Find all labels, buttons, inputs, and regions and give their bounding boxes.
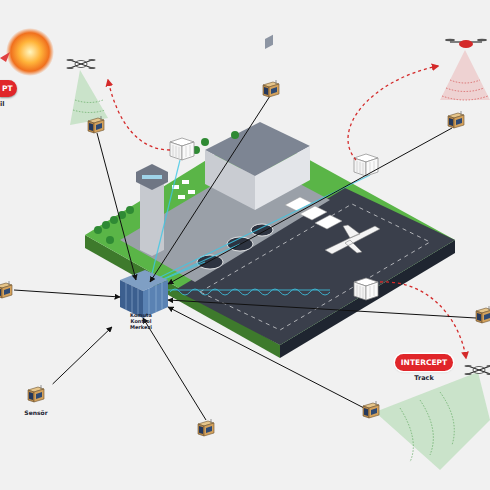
sensor-label: Sensör (24, 409, 47, 416)
sensor (0, 281, 12, 298)
airplane (325, 225, 380, 254)
debris (0, 52, 10, 62)
intercept-badge: INTERCEPT (395, 354, 453, 371)
drone (67, 59, 96, 69)
tower-cab (136, 164, 168, 190)
container (354, 154, 378, 176)
hangar-wall (205, 150, 255, 210)
signal-wave (170, 289, 330, 295)
sensor (263, 80, 279, 97)
shelter (300, 206, 327, 220)
shelter (285, 197, 312, 211)
car (182, 180, 189, 184)
sensor-beam (70, 70, 108, 125)
car (178, 195, 185, 199)
beam-arcs (73, 100, 454, 462)
sensor (476, 306, 490, 323)
car (188, 190, 195, 194)
shelter (315, 215, 342, 229)
sensor (448, 111, 464, 128)
sensor (28, 385, 44, 402)
comm-links (150, 160, 370, 290)
sensor-link (14, 96, 476, 420)
sensor-beam (440, 50, 490, 100)
explosion (6, 28, 54, 76)
beam-arcs (442, 80, 488, 100)
red-drone (445, 39, 487, 48)
command-center-label: Komuta Kontrol Merkezi (119, 312, 163, 330)
container (170, 138, 194, 160)
node-box: Komuta Kontrol Merkezi (112, 268, 170, 330)
drone (465, 365, 490, 375)
command-center-grid (126, 282, 162, 316)
sensor (198, 419, 214, 436)
helipad (251, 224, 273, 236)
sensor (363, 401, 379, 418)
node-box: Sensör (16, 384, 56, 416)
intercept-badge: PT (0, 80, 17, 97)
trees (94, 131, 239, 244)
sensor (88, 116, 104, 133)
tower-window (142, 175, 162, 179)
node-box: INTERCEPT Track (394, 354, 454, 392)
hangar-door (265, 35, 273, 49)
node-box: PT il (0, 80, 20, 120)
sensor-beam (375, 372, 490, 470)
status-label: il (0, 100, 4, 108)
container (354, 278, 378, 300)
status-label: Track (414, 374, 434, 382)
link-arrow (53, 327, 112, 384)
